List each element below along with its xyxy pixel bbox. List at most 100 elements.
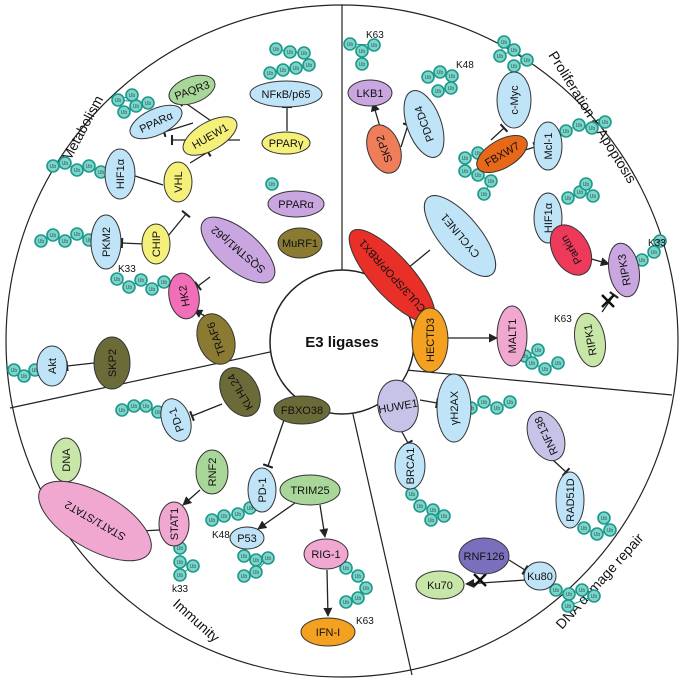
node-label: γH2AX [449, 390, 461, 425]
section-title-metabolism: Metabolism [59, 93, 107, 164]
ubiquitin-icon: Ub [587, 589, 601, 603]
svg-text:Ub: Ub [417, 504, 424, 510]
svg-text:Ub: Ub [247, 506, 254, 512]
ubiquitin-icon: Ub [653, 234, 667, 248]
svg-text:Ub: Ub [488, 179, 495, 185]
ubiquitin-icon: Ub [477, 395, 491, 409]
svg-text:Ub: Ub [115, 98, 122, 104]
svg-text:Ub: Ub [657, 239, 664, 245]
svg-text:Ub: Ub [435, 89, 442, 95]
svg-text:Ub: Ub [355, 574, 362, 580]
ubiquitin-icon: Ub [444, 81, 458, 95]
svg-text:Ub: Ub [267, 71, 274, 77]
ubiquitin-icon: Ub [585, 121, 599, 135]
svg-text:Ub: Ub [594, 532, 601, 538]
svg-text:Ub: Ub [190, 564, 197, 570]
svg-text:Ub: Ub [253, 558, 260, 564]
ubiquitin-icon: Ub [525, 356, 539, 370]
node-traf6: TRAF6 [196, 313, 236, 365]
node-dna: DNA [50, 437, 82, 483]
svg-text:Ub: Ub [430, 508, 437, 514]
inhibition-edge [508, 559, 529, 575]
svg-text:Ub: Ub [129, 93, 136, 99]
svg-text:Ub: Ub [565, 196, 572, 202]
node-nfkb: NFκB/p65 [249, 80, 323, 108]
svg-text:Ub: Ub [235, 512, 242, 518]
ubiquitin-icon: Ub [237, 569, 251, 583]
node-pd1-2: PD-1 [247, 467, 277, 513]
ubiquitin-icon: Ub [405, 487, 419, 501]
blocked-cross [473, 573, 487, 587]
ubiquitin-icon: Ub [559, 124, 573, 138]
ubiquitin-icon: Ub [283, 45, 297, 59]
svg-text:Ub: Ub [21, 374, 28, 380]
svg-text:Ub: Ub [565, 604, 572, 610]
ubiquitin-icon: Ub [359, 581, 373, 595]
ubiquitin-icon: Ub [7, 363, 21, 377]
svg-text:Ub: Ub [114, 277, 121, 283]
ubiquitin-icon: Ub [413, 499, 427, 513]
inhibition-edge [129, 169, 164, 186]
ubiquitin-icon: Ub [122, 280, 136, 294]
svg-text:Ub: Ub [481, 192, 488, 198]
ubiquitin-icon: Ub [520, 53, 534, 67]
svg-text:Ub: Ub [481, 400, 488, 406]
node-ifn: IFN-I [300, 617, 356, 647]
inhibition-edge [167, 209, 191, 237]
lysine-label: K63 [356, 616, 374, 627]
svg-text:Ub: Ub [542, 367, 549, 373]
ubiquitin-icon: Ub [186, 559, 200, 573]
node-skp2-2: SKP2 [366, 124, 402, 174]
svg-text:Ub: Ub [145, 101, 152, 107]
svg-text:Ub: Ub [253, 570, 260, 576]
node-huew1: HUEW1 [182, 116, 238, 156]
ubiquitin-icon: Ub [647, 245, 661, 259]
svg-text:Ub: Ub [501, 40, 508, 46]
ubiquitin-icon: Ub [458, 151, 472, 165]
inhibition-edge [180, 97, 215, 124]
node-label: P53 [237, 533, 257, 545]
inhibition-edge [262, 419, 285, 469]
node-ku70: Ku70 [415, 570, 465, 600]
svg-text:Ub: Ub [601, 516, 608, 522]
ubiquitin-icon: Ub [603, 523, 617, 537]
activation-arrow [319, 504, 329, 538]
ubiquitin-icon: Ub [46, 228, 60, 242]
ubiquitin-icon: Ub [572, 118, 586, 132]
ubiquitin-icon: Ub [157, 275, 171, 289]
node-label: HIF1α [543, 202, 555, 233]
node-cmyc: c-Myc [496, 71, 532, 129]
node-label: Ku80 [527, 571, 553, 583]
ubiquitin-icon: Ub [141, 96, 155, 110]
svg-text:Ub: Ub [566, 592, 573, 598]
node-lkb1: LKB1 [347, 79, 393, 107]
activation-arrow [257, 502, 296, 530]
ubiquitin-icon: Ub [173, 555, 187, 569]
lysine-label: k33 [172, 584, 189, 595]
ubiquitin-icon: Ub [562, 587, 576, 601]
svg-text:Ub: Ub [579, 588, 586, 594]
ubiquitin-icon: Ub [205, 513, 219, 527]
ubiquitin-icon: Ub [46, 159, 60, 173]
svg-text:Ub: Ub [32, 368, 39, 374]
svg-text:Ub: Ub [359, 49, 366, 55]
node-huwe1: HUWE1 [377, 379, 419, 433]
ubiquitin-icon: Ub [507, 43, 521, 57]
svg-text:Ub: Ub [507, 400, 514, 406]
svg-text:Ub: Ub [522, 354, 529, 360]
ubiquitin-icon: Ub [17, 369, 31, 383]
svg-text:Ub: Ub [273, 47, 280, 53]
node-klhl24: KLHL24 [219, 367, 261, 417]
node-vhl: VHL [163, 161, 193, 203]
node-ripk3: RIPK3 [608, 242, 640, 298]
